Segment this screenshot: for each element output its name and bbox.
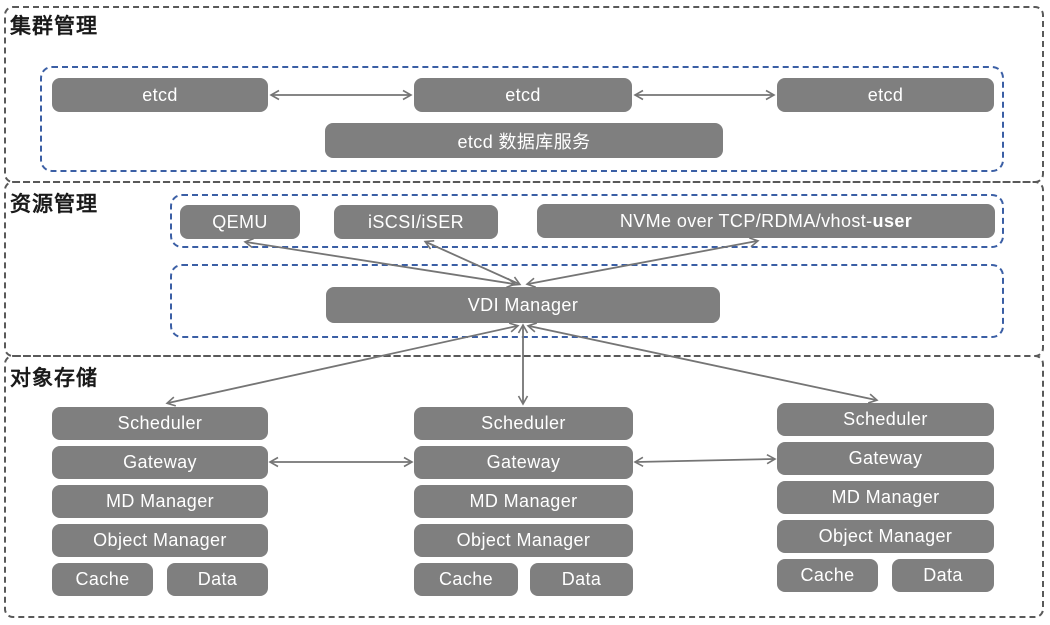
- node-data-3: Data: [892, 559, 994, 592]
- node-iscsi: iSCSI/iSER: [334, 205, 498, 239]
- section-title-resource: 资源管理: [10, 193, 98, 216]
- node-qemu: QEMU: [180, 205, 300, 239]
- node-etcd-2: etcd: [414, 78, 632, 112]
- node-md-manager-2: MD Manager: [414, 485, 633, 518]
- node-object-manager-3: Object Manager: [777, 520, 994, 553]
- node-nvme: NVMe over TCP/RDMA/vhost-user: [537, 204, 995, 238]
- node-md-manager-1: MD Manager: [52, 485, 268, 518]
- section-title-cluster: 集群管理: [10, 15, 98, 38]
- node-scheduler-1: Scheduler: [52, 407, 268, 440]
- node-data-2: Data: [530, 563, 633, 596]
- node-cache-3: Cache: [777, 559, 878, 592]
- node-object-manager-1: Object Manager: [52, 524, 268, 557]
- node-cache-1: Cache: [52, 563, 153, 596]
- node-etcd-3: etcd: [777, 78, 994, 112]
- node-etcd-db-service: etcd 数据库服务: [325, 123, 723, 158]
- node-etcd-1: etcd: [52, 78, 268, 112]
- section-title-storage: 对象存储: [10, 367, 98, 390]
- node-gateway-2: Gateway: [414, 446, 633, 479]
- nvme-label-prefix: NVMe over TCP/RDMA/vhost-: [619, 210, 873, 231]
- node-data-1: Data: [167, 563, 268, 596]
- node-gateway-1: Gateway: [52, 446, 268, 479]
- node-cache-2: Cache: [414, 563, 518, 596]
- node-md-manager-3: MD Manager: [777, 481, 994, 514]
- node-scheduler-2: Scheduler: [414, 407, 633, 440]
- node-object-manager-2: Object Manager: [414, 524, 633, 557]
- node-gateway-3: Gateway: [777, 442, 994, 475]
- node-vdi-manager: VDI Manager: [326, 287, 720, 323]
- nvme-label-bold: user: [872, 210, 913, 231]
- etcd-group-box: [40, 66, 1004, 172]
- node-scheduler-3: Scheduler: [777, 403, 994, 436]
